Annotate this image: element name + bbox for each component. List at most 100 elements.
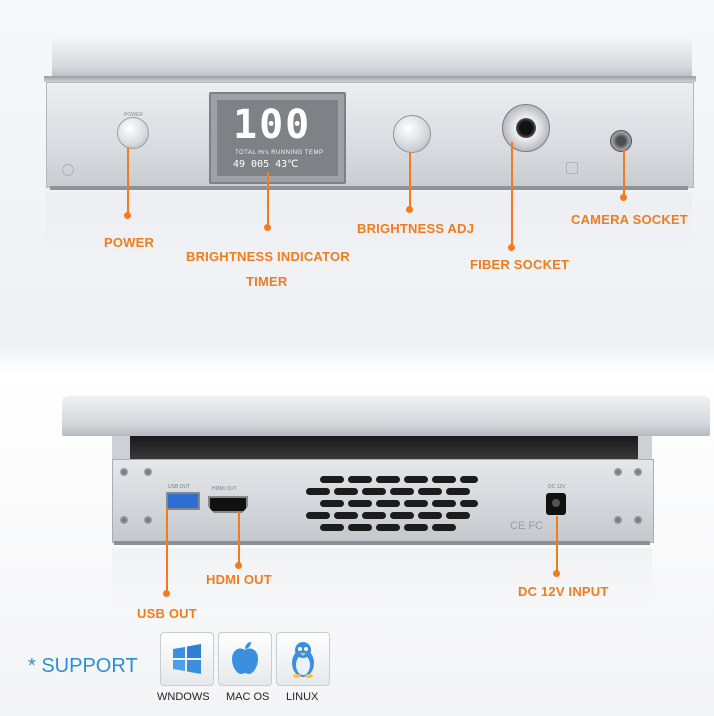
macos-label: MAC OS [226, 691, 270, 703]
power-button [117, 117, 149, 149]
tux-icon [292, 642, 314, 678]
fiber-socket-callout: FIBER SOCKET [470, 257, 570, 272]
brightness-adj-callout-dot [406, 206, 413, 213]
dc-callout-line [556, 516, 558, 572]
screw [614, 516, 622, 524]
front-panel [46, 82, 694, 188]
rear-top-cover [62, 396, 710, 436]
fiber-socket-hole [516, 118, 536, 138]
vent-slot [446, 512, 470, 519]
hdmi-callout-line [238, 512, 240, 564]
hdmi-port [208, 496, 248, 513]
certification-marks: CE FC [510, 520, 543, 532]
vent-slot [334, 512, 358, 519]
vent-slot [418, 488, 442, 495]
front-left-icon [62, 164, 74, 176]
rear-side-right [638, 436, 652, 460]
front-base [50, 186, 688, 190]
rear-vent-slot [130, 436, 638, 460]
brightness-adj-callout-line [409, 152, 411, 208]
vent-slot [306, 512, 330, 519]
screw [614, 468, 622, 476]
vent-slot [432, 476, 456, 483]
dc-callout-dot [553, 570, 560, 577]
vent-slot [348, 500, 372, 507]
screw [120, 516, 128, 524]
lcd-labels: TOTAL Hrs RUNNING TEMP [235, 150, 324, 156]
screw [144, 516, 152, 524]
vent-slot [306, 488, 330, 495]
fiber-socket [502, 104, 550, 152]
ventilation-grill [300, 474, 490, 536]
camera-socket-callout-line [623, 150, 625, 196]
lcd-main-number: 100 [233, 102, 312, 148]
power-button-label: POWER [124, 112, 143, 118]
camera-socket-callout-dot [620, 194, 627, 201]
screw [144, 468, 152, 476]
linux-icon-box [276, 632, 330, 686]
brightness-adj-callout: BRIGHTNESS ADJ [357, 221, 475, 236]
vent-slot [348, 524, 372, 531]
front-reflection [46, 192, 692, 262]
vent-slot [348, 476, 372, 483]
vent-slot [320, 524, 344, 531]
windows-icon-box [160, 632, 214, 686]
dc-input-callout: DC 12V INPUT [518, 584, 609, 599]
dc-jack [546, 493, 566, 515]
vent-slot [390, 512, 414, 519]
fiber-icon [566, 162, 578, 174]
screw [120, 468, 128, 476]
camera-socket [610, 130, 632, 152]
vent-slot [460, 476, 478, 483]
usb-callout-dot [163, 590, 170, 597]
dc-jack-pin [552, 499, 560, 507]
usb-callout-line [166, 508, 168, 592]
vent-slot [432, 500, 456, 507]
rear-base [114, 541, 650, 545]
vent-slot [376, 524, 400, 531]
apple-icon-box [218, 632, 272, 686]
vent-slot [446, 488, 470, 495]
vent-slot [390, 488, 414, 495]
hdmi-out-callout: HDMI OUT [206, 572, 272, 587]
vent-slot [404, 476, 428, 483]
vent-slot [432, 524, 456, 531]
linux-label: LINUX [286, 691, 319, 703]
brightness-knob [393, 115, 431, 153]
vent-slot [460, 500, 478, 507]
vent-slot [376, 500, 400, 507]
lcd-values: 49 005 43℃ [233, 159, 299, 170]
front-cover-edge [44, 76, 696, 82]
lcd-screen: 100 TOTAL Hrs RUNNING TEMP 49 005 43℃ [217, 100, 338, 176]
usb-port-label: USB OUT [168, 484, 191, 490]
power-callout: POWER [104, 235, 155, 250]
lcd-display: 100 TOTAL Hrs RUNNING TEMP 49 005 43℃ [209, 92, 346, 184]
windows-icon [173, 644, 201, 674]
vent-slot [334, 488, 358, 495]
brightness-indicator-callout-dot [264, 224, 271, 231]
dc-port-label: DC 12V [548, 484, 566, 490]
vent-slot [320, 476, 344, 483]
usb-out-callout: USB OUT [137, 606, 197, 621]
hdmi-callout-dot [235, 562, 242, 569]
power-callout-dot [124, 212, 131, 219]
vent-slot [376, 476, 400, 483]
apple-icon [232, 642, 258, 674]
rear-reflection [112, 548, 652, 608]
screw [634, 516, 642, 524]
vent-slot [404, 524, 428, 531]
vent-slot [362, 512, 386, 519]
usb-port [166, 492, 200, 510]
screw [634, 468, 642, 476]
camera-socket-callout: CAMERA SOCKET [571, 212, 688, 227]
brightness-indicator-callout: BRIGHTNESS INDICATOR [186, 249, 350, 264]
fiber-socket-callout-dot [508, 244, 515, 251]
vent-slot [320, 500, 344, 507]
timer-callout: TIMER [246, 274, 288, 289]
support-title: * SUPPORT [28, 655, 138, 677]
windows-label: WNDOWS [157, 691, 210, 703]
power-callout-line [127, 148, 129, 214]
hdmi-port-label: HDMI OUT [212, 486, 237, 492]
vent-slot [362, 488, 386, 495]
